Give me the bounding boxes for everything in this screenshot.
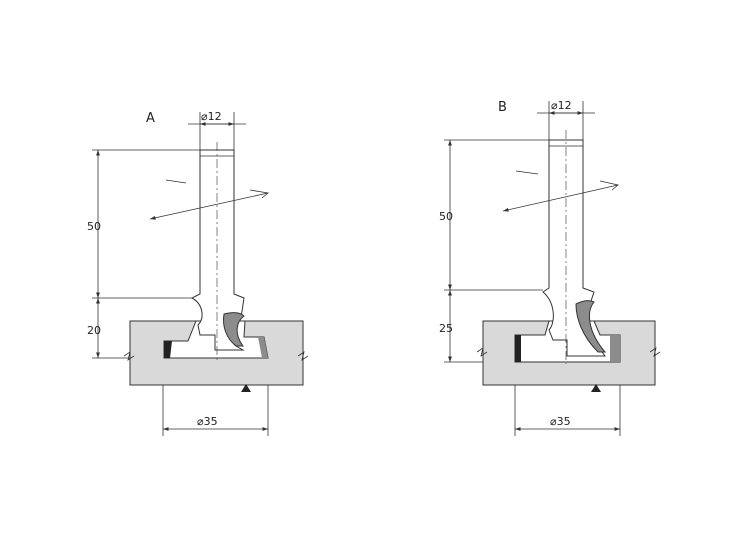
cutter-b[interactable] [542, 130, 607, 364]
break-mark-left [476, 347, 488, 357]
dim-cut-b: ⌀35 [514, 385, 621, 436]
length-upper-label: 50 [87, 220, 101, 233]
cut-diameter-label: ⌀35 [550, 415, 571, 428]
length-upper-label: 50 [439, 210, 453, 223]
dim-shank-b: ⌀12 [537, 99, 595, 140]
shank-diameter-label: ⌀12 [551, 99, 572, 112]
figure-b-label: B [498, 100, 507, 115]
dim-cut-a: ⌀35 [162, 385, 269, 436]
dim-length-b: 50 25 [439, 139, 549, 363]
dim-length-a: 50 20 [87, 149, 200, 359]
length-lower-label: 20 [87, 324, 101, 337]
slot-edge-grey [258, 337, 268, 358]
reference-marker [591, 384, 601, 392]
figure-a-label: A [146, 111, 155, 126]
break-mark-right [297, 351, 309, 361]
break-mark-right [649, 347, 661, 357]
slot-edge-dark [515, 335, 521, 362]
reference-marker [241, 384, 251, 392]
figure-b: B ⌀12 [439, 99, 661, 436]
figure-a: A [87, 110, 309, 436]
rotation-arrow-a [149, 179, 269, 220]
rotation-arrow-b [502, 170, 619, 212]
break-mark-left [123, 351, 135, 361]
shank-diameter-label: ⌀12 [201, 110, 222, 123]
dim-shank-a: ⌀12 [188, 110, 246, 150]
slot-edge-grey [610, 335, 620, 362]
cutting-edge [223, 312, 245, 347]
cut-diameter-label: ⌀35 [197, 415, 218, 428]
cutter-a[interactable] [190, 142, 245, 360]
length-lower-label: 25 [439, 322, 453, 335]
slot-edge-dark [164, 341, 172, 358]
cutting-edge [575, 300, 607, 353]
